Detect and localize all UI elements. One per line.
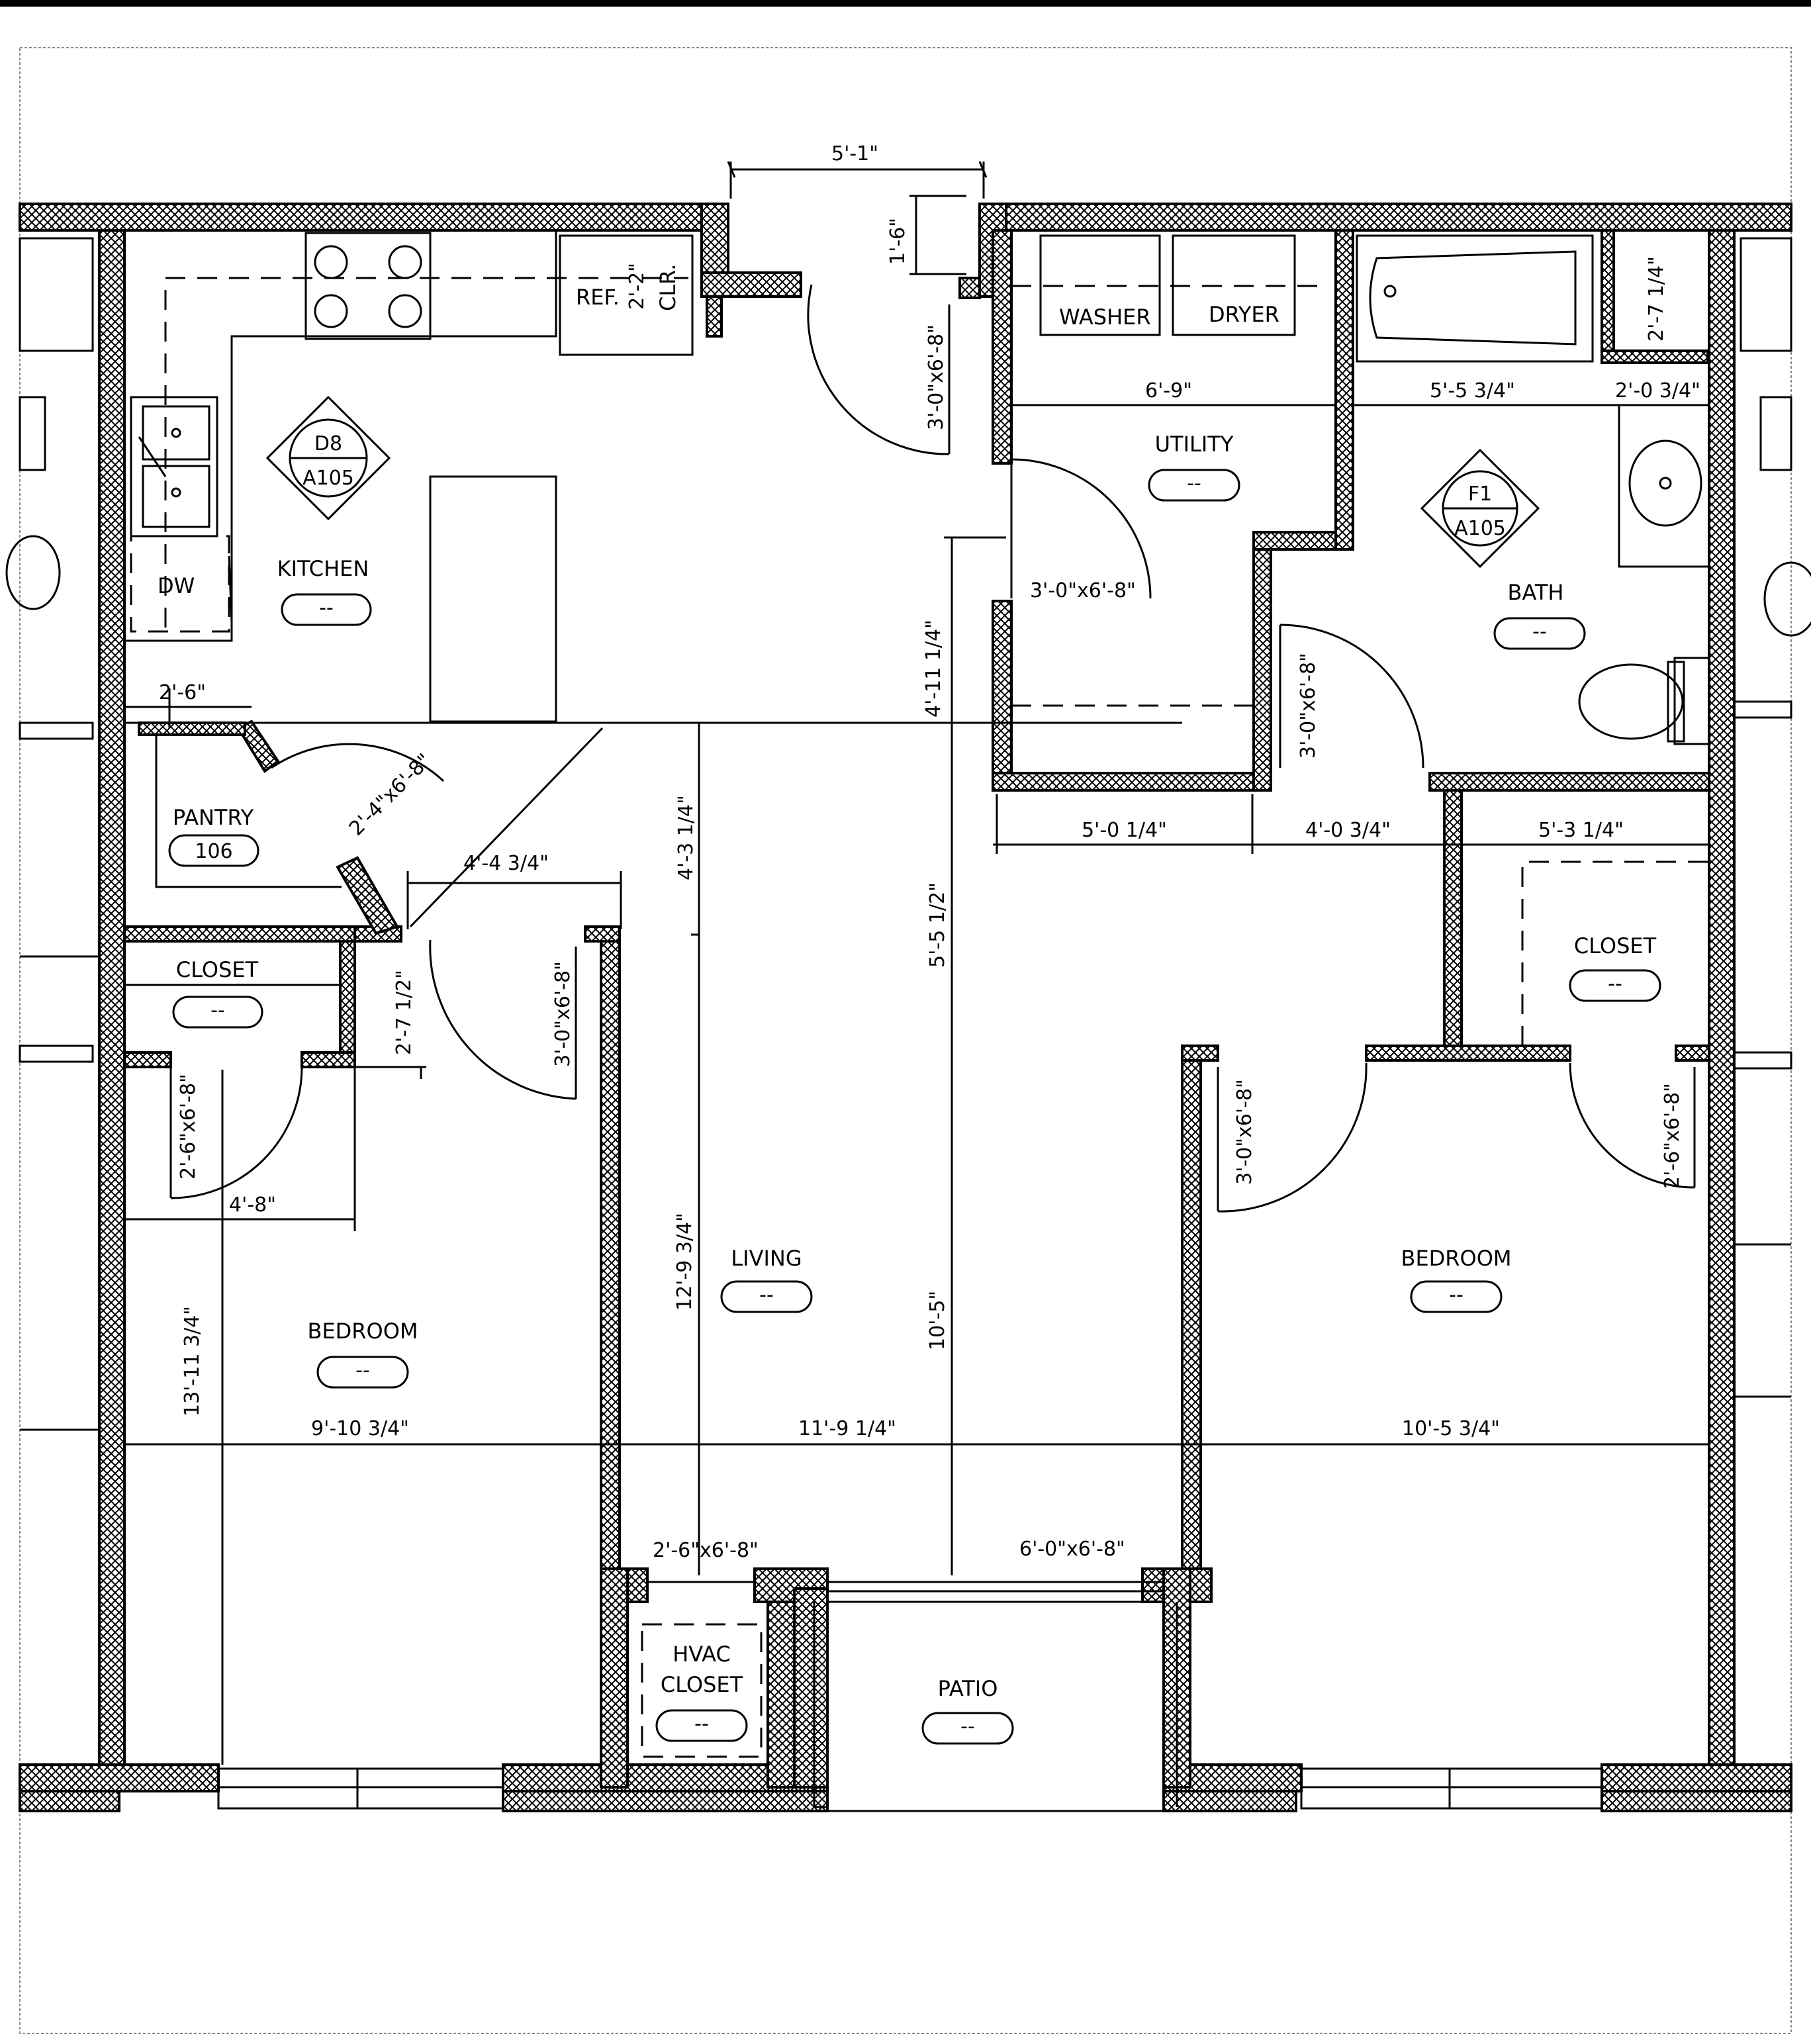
hvac-label-2: CLOSET: [661, 1672, 743, 1697]
lavatory-icon: [1628, 440, 1702, 527]
utility-label: UTILITY: [1155, 432, 1234, 457]
svg-text:4'-8": 4'-8": [229, 1193, 276, 1217]
detail-tag-kitchen: [265, 395, 391, 521]
svg-text:2'-6"x6'-8": 2'-6"x6'-8": [1661, 1083, 1684, 1189]
top-bar: [0, 0, 1811, 7]
svg-text:3'-0"x6'-8": 3'-0"x6'-8": [925, 324, 948, 430]
svg-text:6'-9": 6'-9": [1145, 379, 1192, 402]
range-icon: [304, 232, 432, 340]
closet-right-label: CLOSET: [1574, 933, 1657, 958]
dimension-labels: 5'-1" 1'-6" 2'-2" 3'-0"x6'-8" 6'-9" 5'-5…: [159, 142, 1700, 1562]
pantry-tag: 106: [195, 840, 232, 863]
toilet-icon: [1578, 663, 1684, 740]
bathtub-icon: [1356, 234, 1594, 363]
patio-label: PATIO: [938, 1676, 998, 1701]
ref-label: REF.: [576, 285, 620, 310]
sheet-border: [19, 47, 1792, 2034]
svg-text:3'-0"x6'-8": 3'-0"x6'-8": [1297, 653, 1320, 759]
svg-text:2'-7 1/4": 2'-7 1/4": [1645, 256, 1668, 342]
patio-tag: --: [960, 1715, 975, 1738]
kitchen-tag: --: [319, 596, 334, 620]
washer-label: WASHER: [1059, 304, 1151, 330]
svg-text:6'-0"x6'-8": 6'-0"x6'-8": [1019, 1538, 1125, 1561]
svg-text:A105: A105: [1454, 517, 1506, 540]
washer-icon: [1039, 234, 1161, 336]
svg-text:13'-11 3/4": 13'-11 3/4": [181, 1306, 204, 1417]
svg-text:1'-6": 1'-6": [886, 218, 909, 265]
svg-text:5'-1": 5'-1": [831, 142, 878, 165]
bottom-windows: [217, 1767, 1603, 1812]
hvac-label-1: HVAC: [673, 1642, 731, 1667]
svg-text:A105: A105: [302, 467, 354, 490]
svg-text:10'-5 3/4": 10'-5 3/4": [1402, 1417, 1500, 1440]
svg-text:5'-5 1/2": 5'-5 1/2": [926, 882, 949, 968]
dw-label: DW: [158, 573, 195, 598]
fixture-labels: REF. CLR. DW WASHER DRYER: [158, 264, 1279, 598]
svg-text:F1: F1: [1468, 483, 1492, 506]
dishwasher-icon: [130, 535, 230, 633]
svg-text:5'-0 1/4": 5'-0 1/4": [1082, 819, 1167, 842]
closet-left-label: CLOSET: [176, 957, 259, 982]
closet-right-tag: --: [1608, 972, 1622, 996]
kitchen-label: KITCHEN: [277, 556, 369, 581]
svg-text:11'-9 1/4": 11'-9 1/4": [798, 1417, 896, 1440]
svg-text:3'-0"x6'-8": 3'-0"x6'-8": [551, 961, 575, 1067]
svg-text:2'-6"x6'-8": 2'-6"x6'-8": [653, 1539, 759, 1562]
neighbor-units: [5, 237, 1811, 1431]
svg-text:2'-0 3/4": 2'-0 3/4": [1615, 379, 1700, 402]
svg-text:10'-5": 10'-5": [926, 1291, 949, 1350]
svg-text:D8: D8: [314, 432, 342, 455]
svg-text:2'-2": 2'-2": [626, 263, 649, 310]
living-label: LIVING: [731, 1246, 802, 1271]
bath-tag: --: [1532, 620, 1547, 643]
kitchen-fixtures: [123, 230, 1182, 928]
svg-text:4'-4 3/4": 4'-4 3/4": [463, 852, 549, 875]
svg-text:5'-5 3/4": 5'-5 3/4": [1430, 379, 1515, 402]
clr-label: CLR.: [655, 264, 680, 311]
svg-text:2'-4"x6'-8": 2'-4"x6'-8": [345, 749, 436, 841]
detail-tag-bath: [1420, 448, 1540, 569]
bath-label: BATH: [1508, 580, 1564, 605]
detail-tags: D8 A105 F1 A105: [265, 395, 1540, 569]
room-labels: KITCHEN -- PANTRY 106 CLOSET -- BEDROOM …: [168, 432, 1661, 1745]
svg-text:12'-9 3/4": 12'-9 3/4": [673, 1213, 696, 1311]
svg-text:4'-0 3/4": 4'-0 3/4": [1305, 819, 1391, 842]
dryer-label: DRYER: [1209, 302, 1279, 327]
kitchen-island: [429, 475, 557, 723]
svg-text:4'-11 1/4": 4'-11 1/4": [922, 620, 945, 718]
refrigerator-icon: [559, 234, 694, 356]
bedroom-left-tag: --: [355, 1359, 370, 1382]
svg-text:2'-7 1/2": 2'-7 1/2": [393, 970, 416, 1055]
hvac-tag: --: [694, 1712, 709, 1736]
bedroom-left-label: BEDROOM: [307, 1319, 418, 1344]
exterior-walls: [19, 203, 1792, 1812]
closet-left-tag: --: [210, 999, 225, 1022]
vanity: [1618, 404, 1710, 568]
dimension-lines: [124, 161, 1709, 1765]
bedroom-right-tag: --: [1449, 1283, 1463, 1307]
svg-text:3'-0"x6'-8": 3'-0"x6'-8": [1030, 579, 1136, 602]
svg-text:2'-6": 2'-6": [159, 681, 206, 704]
pantry-label: PANTRY: [173, 805, 254, 830]
interior-walls: [123, 229, 1710, 1788]
bedroom-right-label: BEDROOM: [1401, 1246, 1511, 1271]
svg-text:5'-3 1/4": 5'-3 1/4": [1538, 819, 1624, 842]
svg-text:4'-3 1/4": 4'-3 1/4": [674, 795, 698, 880]
svg-text:2'-6"x6'-8": 2'-6"x6'-8": [177, 1074, 200, 1180]
living-tag: --: [759, 1283, 774, 1307]
doors: [169, 284, 1696, 1583]
svg-text:3'-0"x6'-8": 3'-0"x6'-8": [1233, 1079, 1256, 1185]
utility-tag: --: [1187, 472, 1201, 495]
svg-text:9'-10 3/4": 9'-10 3/4": [311, 1417, 409, 1440]
